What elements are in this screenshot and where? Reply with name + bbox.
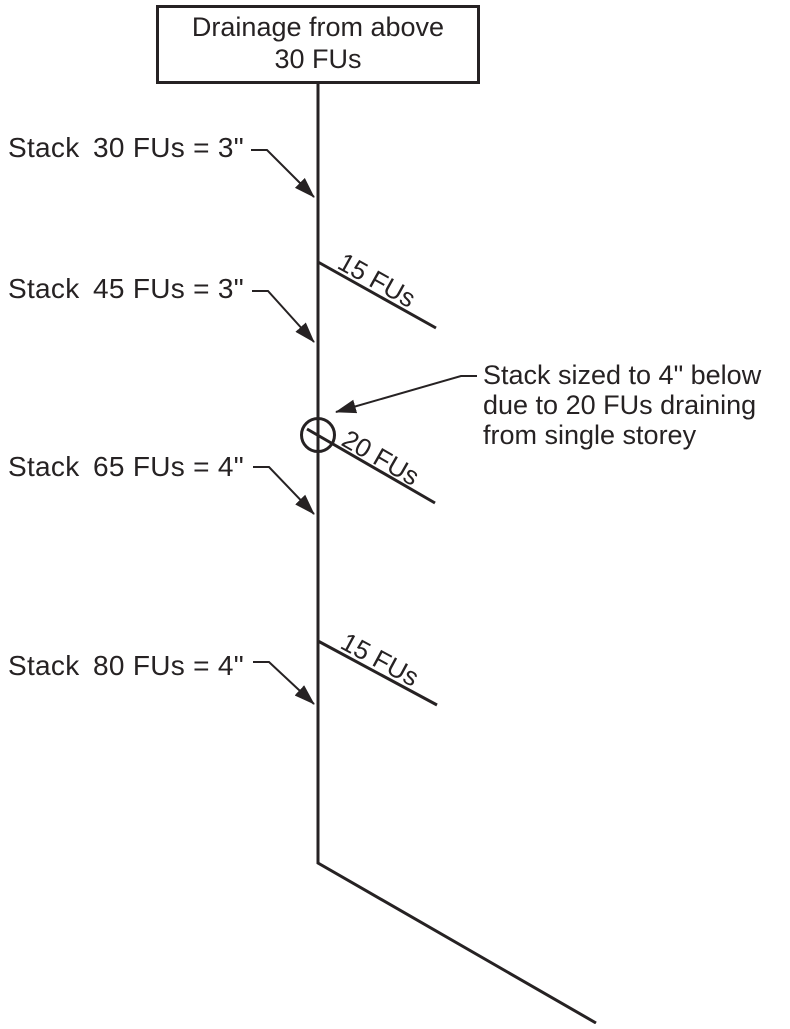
stack-label-2-value: 45 FUs = 3" [93, 273, 244, 304]
branch-pipe-1 [317, 260, 437, 330]
stack-label-3-value: 65 FUs = 4" [93, 451, 244, 482]
leader-arrow-stack-label-2 [252, 290, 315, 343]
leader-arrow-note [335, 375, 477, 414]
leader-arrow-stack-label-4 [253, 661, 315, 705]
stack-label-4-value: 80 FUs = 4" [93, 650, 244, 681]
stack-pipe-line [316, 83, 597, 1025]
stack-label-2-prefix: Stack [8, 273, 80, 304]
leader-arrow-stack-label-1 [251, 149, 315, 198]
source-box-title-line1: Drainage from above [192, 12, 444, 42]
stack-label-1-prefix: Stack [8, 132, 80, 163]
source-box-title-line2: 30 FUs [274, 44, 361, 74]
stack-transition-marker [300, 417, 336, 453]
note-line2: due to 20 FUs draining [483, 390, 756, 420]
branch-label-2: 20 FUs [337, 424, 425, 492]
branch-label-1: 15 FUs [333, 247, 421, 314]
branch-label-3: 15 FUs [336, 626, 424, 692]
branch-pipe-3 [317, 639, 438, 707]
stack-label-4-prefix: Stack [8, 650, 80, 681]
drainage-source-box [156, 5, 480, 84]
branch-pipe-2 [306, 427, 436, 505]
stack-label-3-prefix: Stack [8, 451, 80, 482]
note-line3: from single storey [483, 420, 697, 450]
note-prefix: Stack [483, 360, 551, 390]
note-line1-rest: sized to 4" below [558, 360, 762, 390]
stack-label-1-value: 30 FUs = 3" [93, 132, 244, 163]
leader-arrow-stack-label-3 [253, 466, 315, 515]
